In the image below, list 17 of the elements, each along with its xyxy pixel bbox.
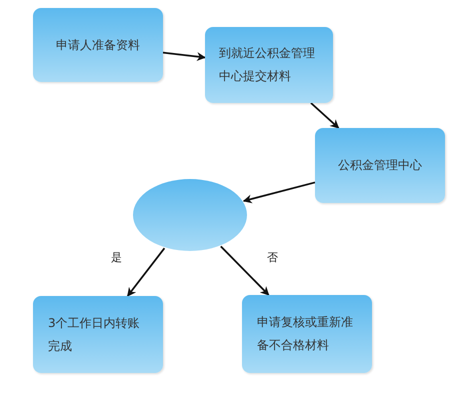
box-text: 3个工作日内转账完成	[47, 314, 141, 354]
arrow	[242, 182, 316, 204]
arrow	[220, 246, 270, 296]
arrow	[310, 102, 340, 129]
arrow	[162, 52, 206, 62]
process-box	[33, 8, 163, 82]
process-box	[33, 296, 163, 373]
process-box	[205, 27, 333, 103]
edge-label: 否	[266, 250, 279, 265]
edge-label: 是	[110, 250, 123, 265]
box-text: 公积金管理中心	[337, 157, 423, 174]
box-text: 申请复核或重新准备不合格材料	[256, 314, 354, 354]
process-box	[242, 295, 372, 373]
arrow	[126, 248, 166, 297]
box-text: 申请人准备资料	[55, 36, 141, 54]
box-text: 到就近公积金管理中心提交材料	[218, 45, 316, 85]
process-box	[315, 128, 445, 203]
